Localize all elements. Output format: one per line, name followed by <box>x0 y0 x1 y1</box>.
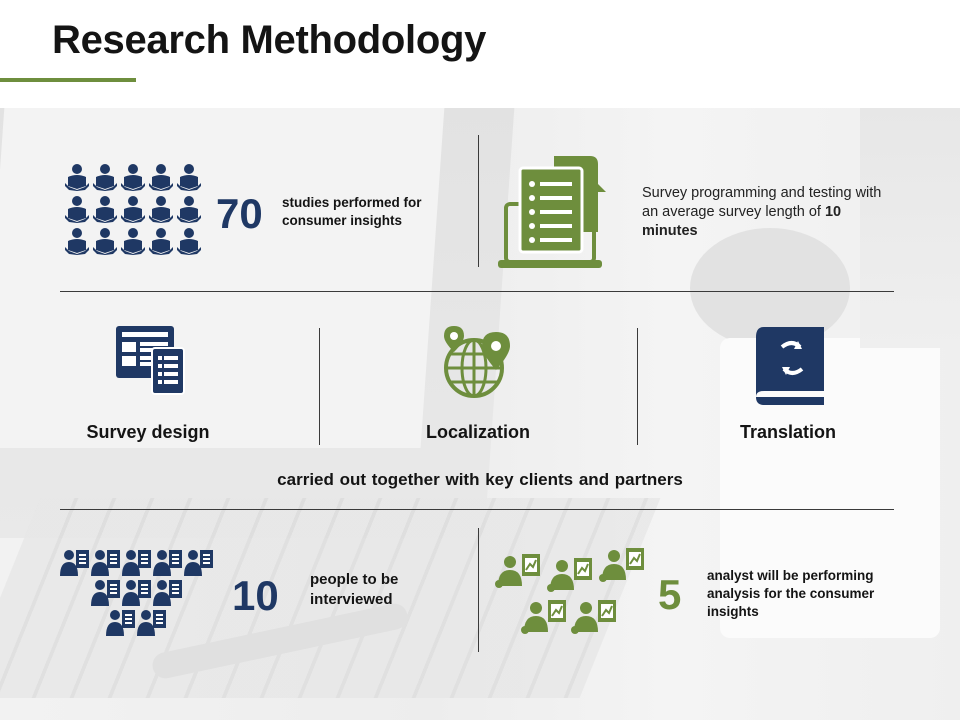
studies-icon-grid <box>64 163 204 259</box>
survey-programming-text: Survey programming and testing with an a… <box>642 185 882 220</box>
divider-vertical-top <box>478 135 479 267</box>
reading-person-icon <box>93 164 117 191</box>
survey-design-label: Survey design <box>86 422 210 442</box>
interviewer-icon <box>122 550 151 576</box>
divider-top <box>60 291 894 292</box>
page-title: Research Methodology <box>52 18 487 62</box>
interviewer-icon <box>153 580 182 606</box>
survey-programming-description: Survey programming and testing with an a… <box>642 184 894 241</box>
interviewer-icon <box>91 580 120 606</box>
divider-vertical-mid-1 <box>319 328 320 445</box>
analyst-icon <box>599 548 644 582</box>
reading-person-icon <box>149 164 173 191</box>
survey-design-icon <box>116 326 185 395</box>
divider-vertical-mid-2 <box>637 328 638 445</box>
title-underline <box>0 78 136 82</box>
analysts-icon-group <box>494 546 648 638</box>
reading-person-icon <box>121 228 145 255</box>
divider-bottom <box>60 509 894 510</box>
reading-person-icon <box>65 164 89 191</box>
translation-label: Translation <box>739 422 837 442</box>
localization-label: Localization <box>425 422 530 442</box>
interviewer-icon <box>60 550 89 576</box>
collaboration-caption: carried out together with key clients an… <box>277 470 683 489</box>
reading-person-icon <box>65 228 89 255</box>
studies-number: 70 <box>216 190 263 237</box>
document-laptop-icon <box>498 156 606 268</box>
analyst-icon <box>571 600 616 634</box>
analyst-icon <box>495 554 540 588</box>
interviewer-icon <box>137 610 166 636</box>
reading-person-icon <box>149 196 173 223</box>
analysts-description: analyst will be performing analysis for … <box>707 568 875 620</box>
survey-length-value: 10 minutes <box>642 203 842 239</box>
interviewer-icon <box>106 610 135 636</box>
interviewer-icon <box>91 550 120 576</box>
reading-person-icon <box>177 228 201 255</box>
analyst-icon <box>547 558 592 592</box>
translation-book-icon <box>756 327 824 405</box>
reading-person-icon <box>121 196 145 223</box>
interviewer-icon <box>184 550 213 576</box>
interviews-description: people to be interviewed <box>310 571 399 609</box>
reading-person-icon <box>93 228 117 255</box>
divider-vertical-bottom <box>478 528 479 652</box>
analysts-number: 5 <box>658 571 682 618</box>
reading-person-icon <box>121 164 145 191</box>
interviews-number: 10 <box>232 572 279 619</box>
reading-person-icon <box>177 164 201 191</box>
interviewer-icon <box>153 550 182 576</box>
analyst-icon <box>521 600 566 634</box>
reading-person-icon <box>177 196 201 223</box>
reading-person-icon <box>65 196 89 223</box>
interviews-icon-group <box>60 548 220 640</box>
reading-person-icon <box>93 196 117 223</box>
interviewer-icon <box>122 580 151 606</box>
reading-person-icon <box>149 228 173 255</box>
studies-description: studies performed for consumer insights <box>282 195 422 229</box>
globe-pin-icon <box>444 326 510 398</box>
